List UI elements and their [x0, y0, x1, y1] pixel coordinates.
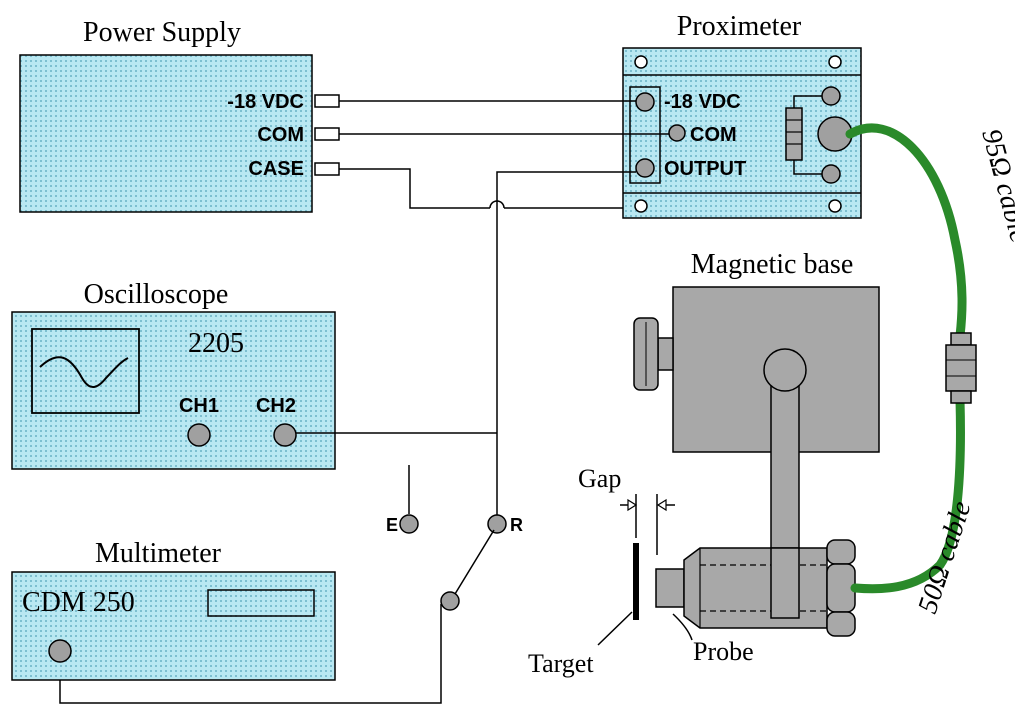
cable-coupler-icon	[950, 332, 972, 346]
cable-95-label: 95Ω cable	[975, 126, 1015, 246]
base-knob-stem	[657, 337, 674, 371]
wire-multimeter	[59, 604, 442, 704]
prox-terminal-small[interactable]	[821, 86, 841, 106]
ps-label-com: COM	[257, 124, 304, 146]
wire-output	[496, 171, 636, 520]
multimeter-jack[interactable]	[48, 639, 72, 663]
target-plate	[633, 543, 639, 620]
terminal-strip	[629, 86, 661, 184]
switch-lever[interactable]	[454, 529, 495, 595]
mount-hole	[634, 199, 648, 213]
probe-tip	[655, 568, 685, 608]
probe-nut-icon	[826, 539, 856, 565]
prox-label-18vdc: -18 VDC	[664, 91, 741, 113]
resistor-icon	[785, 107, 803, 161]
switch-terminal-e[interactable]	[399, 514, 419, 534]
cable-95-ohm	[845, 123, 967, 341]
cable-50-label: 50Ω cable	[912, 497, 977, 617]
scope-ch2-jack[interactable]	[273, 423, 297, 447]
scope-ch1-label: CH1	[179, 395, 219, 417]
prox-terminal-18vdc[interactable]	[635, 92, 655, 112]
multimeter-display	[207, 589, 315, 617]
wire-case	[339, 168, 490, 209]
ps-terminal-case[interactable]	[314, 162, 340, 176]
power-supply-title: Power Supply	[83, 17, 241, 48]
cable-coupler-icon	[945, 344, 977, 392]
target-leader	[597, 611, 633, 646]
holder-pivot	[763, 348, 807, 392]
prox-terminal-com[interactable]	[668, 124, 686, 142]
target-label: Target	[528, 649, 594, 678]
gap-arrow-icon	[627, 498, 638, 512]
prox-terminal-small[interactable]	[821, 164, 841, 184]
switch-pivot[interactable]	[440, 591, 460, 611]
mount-hole	[828, 199, 842, 213]
ps-terminal-com[interactable]	[314, 127, 340, 141]
switch-e-label: E	[386, 515, 398, 535]
probe-body	[683, 547, 828, 629]
proximeter-title: Proximeter	[677, 11, 802, 42]
probe-holder-clamp	[770, 547, 800, 619]
ps-label-case: CASE	[248, 158, 304, 180]
waveform-icon	[39, 356, 129, 388]
probe-label: Probe	[693, 637, 754, 666]
scope-ch2-label: CH2	[256, 395, 296, 417]
oscilloscope-title: Oscilloscope	[84, 279, 229, 310]
gap-label: Gap	[578, 464, 621, 493]
multimeter-model: CDM 250	[22, 587, 135, 618]
cable-coupler-icon	[950, 390, 972, 404]
prox-label-com: COM	[690, 124, 737, 146]
oscilloscope-panel	[11, 311, 336, 470]
gap-arrow-icon	[656, 498, 667, 512]
scope-screen	[31, 328, 140, 414]
power-supply-panel	[19, 54, 313, 213]
cable-50-ohm	[850, 395, 965, 594]
probe-leader	[672, 613, 693, 641]
ps-terminal-18vdc[interactable]	[314, 94, 340, 108]
multimeter-title: Multimeter	[95, 538, 222, 569]
prox-label-output: OUTPUT	[664, 158, 746, 180]
mount-hole	[828, 55, 842, 69]
ps-label-18vdc: -18 VDC	[227, 91, 304, 113]
probe-nut-icon	[826, 611, 856, 637]
magnetic-base-title: Magnetic base	[691, 249, 854, 280]
scope-ch1-jack[interactable]	[187, 423, 211, 447]
prox-terminal-output[interactable]	[635, 158, 655, 178]
switch-r-label: R	[510, 515, 523, 535]
switch-terminal-r[interactable]	[487, 514, 507, 534]
mount-hole	[634, 55, 648, 69]
scope-model: 2205	[188, 328, 244, 359]
